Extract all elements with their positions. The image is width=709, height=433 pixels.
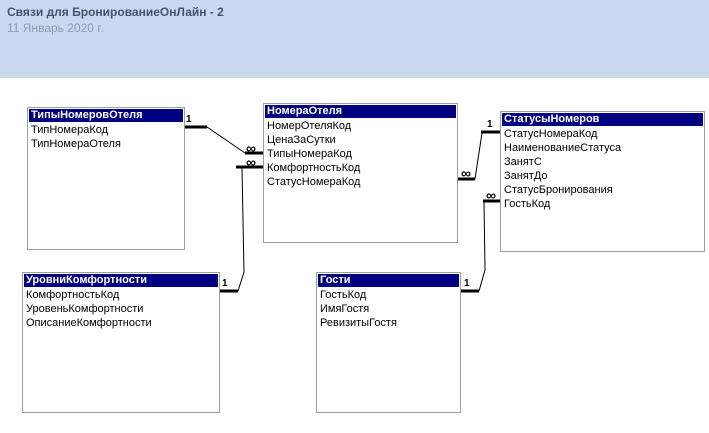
field-row: ОписаниеКомфортности [26,317,152,329]
field-row: ТипНомераОтеля [31,138,121,150]
cardinality-one-status: 1 [487,119,493,130]
field-row: ГостьКод [320,289,367,301]
table-tipy-nomerov-otelya[interactable]: ТипыНомеровОтеля ТипНомераКод ТипНомераО… [27,107,185,250]
cardinality-one-tipy: 1 [186,114,192,125]
table-title-bar[interactable]: СтатусыНомеров [502,113,703,126]
table-title-bar[interactable]: НомераОтеля [265,105,456,118]
field-row: НомерОтеляКод [267,120,352,132]
report-header: Связи для БронированиеОнЛайн - 2 11 Янва… [0,0,709,78]
cardinality-many-tipy: ∞ [246,140,256,156]
table-gosti[interactable]: Гости ГостьКод ИмяГостя РевизитыГостя [316,272,461,413]
field-row: РевизитыГостя [320,317,397,329]
cardinality-many-status: ∞ [461,165,471,181]
field-row: ЦенаЗаСутки [267,134,336,146]
field-row: НаименованиеСтатуса [504,142,622,154]
table-statusy-nomerov[interactable]: СтатусыНомеров СтатусНомераКод Наименова… [500,111,705,252]
table-urovni-komfortnosti[interactable]: УровниКомфортности КомфортностьКод Урове… [22,272,220,413]
report-date: 11 Январь 2020 г. [7,21,104,35]
cardinality-many-gost: ∞ [486,187,496,203]
field-row: ЗанятДо [504,170,548,182]
relationship-line-komfortnost[interactable] [220,165,263,293]
cardinality-one-gost: 1 [464,278,470,289]
table-nomera-otelya[interactable]: НомераОтеля НомерОтеляКод ЦенаЗаСутки Ти… [263,103,458,243]
cardinality-one-komfort: 1 [222,278,228,289]
field-row: КомфортностьКод [267,162,361,174]
report-title: Связи для БронированиеОнЛайн - 2 [7,5,224,19]
field-row: ТипыНомераКод [267,148,352,160]
field-row: ИмяГостя [320,303,370,315]
field-row: УровеньКомфортности [26,303,144,315]
field-row: ГостьКод [504,198,551,210]
cardinality-many-komfort: ∞ [246,154,256,170]
table-title-bar[interactable]: ТипыНомеровОтеля [29,109,183,122]
field-row: СтатусБронирования [504,184,613,196]
table-title-bar[interactable]: Гости [318,274,459,287]
table-title-bar[interactable]: УровниКомфортности [24,274,218,287]
field-row: КомфортностьКод [26,289,120,301]
field-row: СтатусНомераКод [504,128,598,140]
field-row: СтатусНомераКод [267,176,361,188]
field-row: ЗанятС [504,156,542,168]
field-row: ТипНомераКод [31,124,109,136]
